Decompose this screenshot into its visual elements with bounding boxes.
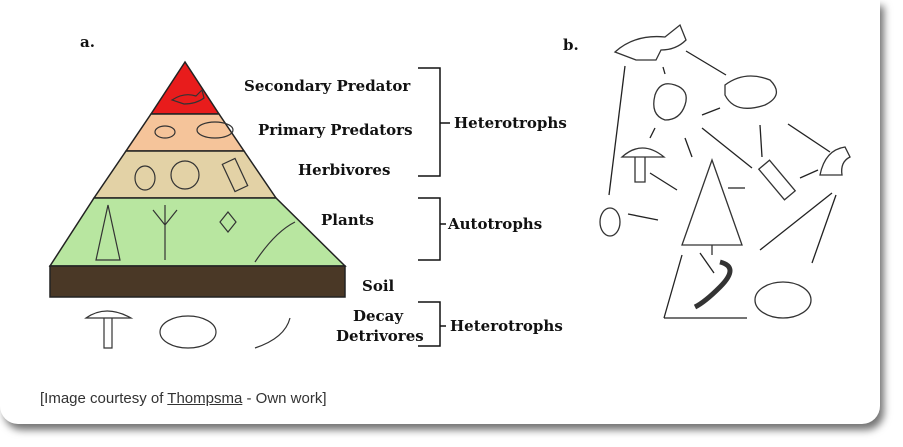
web-links <box>608 50 837 319</box>
snake-icon <box>196 121 234 139</box>
web-link <box>649 127 656 139</box>
label-detrivores: Detrivores <box>336 327 424 345</box>
pyramid-illustrations <box>84 88 296 349</box>
group-heterotrophs-top: Heterotrophs <box>454 114 567 132</box>
web-link <box>787 123 831 153</box>
snake-icon <box>724 75 777 109</box>
frog-icon <box>154 125 176 139</box>
panel-a-label: a. <box>80 33 95 51</box>
beetle-icon <box>757 159 797 201</box>
worm-bottom-icon <box>254 317 291 349</box>
bird-icon <box>134 165 156 191</box>
web-link <box>662 66 666 75</box>
bracket-heterotrophs-top <box>418 67 450 177</box>
web-link <box>759 124 763 158</box>
fern-icon <box>254 221 296 263</box>
label-plants: Plants <box>321 211 374 229</box>
bracket-autotrophs <box>418 197 446 261</box>
flower-icon <box>219 211 237 233</box>
web-link <box>811 194 837 264</box>
label-primary-predators: Primary Predators <box>258 121 413 139</box>
tier-plants <box>48 197 347 267</box>
fox-icon <box>613 23 687 61</box>
panel-b-label: b. <box>563 36 579 54</box>
mushroom-bottom-icon <box>84 310 134 349</box>
tier-secondary-predator <box>149 60 221 115</box>
label-herbivores: Herbivores <box>298 161 390 179</box>
millipede-icon <box>754 281 812 319</box>
brackets <box>418 67 450 347</box>
group-autotrophs: Autotrophs <box>447 215 542 233</box>
group-heterotrophs-bottom: Heterotrophs <box>450 317 563 335</box>
label-soil: Soil <box>362 277 395 295</box>
web-link <box>685 50 727 76</box>
web-link <box>649 172 678 191</box>
fox-icon <box>170 88 205 105</box>
label-secondary-predator: Secondary Predator <box>244 77 411 95</box>
tier-herbivores <box>92 150 278 199</box>
web-organisms <box>599 23 851 319</box>
sapling-icon <box>152 205 178 260</box>
beetle-icon <box>221 157 249 193</box>
caption-prefix: [Image courtesy of <box>40 390 168 407</box>
web-link <box>799 169 819 179</box>
caption-suffix: - Own work] <box>242 390 327 407</box>
pyramid <box>48 60 347 298</box>
tree-icon <box>95 204 121 261</box>
bird-icon <box>599 207 621 237</box>
frog-icon <box>819 146 851 176</box>
label-decay: Decay <box>353 307 404 325</box>
web-link <box>684 137 693 158</box>
tier-primary-predators <box>124 113 246 152</box>
web-link <box>627 213 659 221</box>
tree-icon <box>681 158 743 255</box>
tier-soil <box>49 265 346 298</box>
bracket-heterotrophs-bottom <box>418 301 446 347</box>
web-link <box>759 192 833 251</box>
web-link <box>701 127 753 169</box>
squirrel-icon <box>653 83 687 121</box>
web-link <box>701 107 721 116</box>
squirrel-icon <box>170 160 200 190</box>
web-link <box>699 252 715 274</box>
image-caption: [Image courtesy of Thompsma - Own work] <box>40 390 327 407</box>
web-link <box>608 65 626 196</box>
worm-icon <box>693 259 733 310</box>
web-link <box>663 254 683 319</box>
mushroom-icon <box>620 147 666 183</box>
millipede-bottom-icon <box>159 315 217 349</box>
author-link[interactable]: Thompsma <box>167 390 243 407</box>
